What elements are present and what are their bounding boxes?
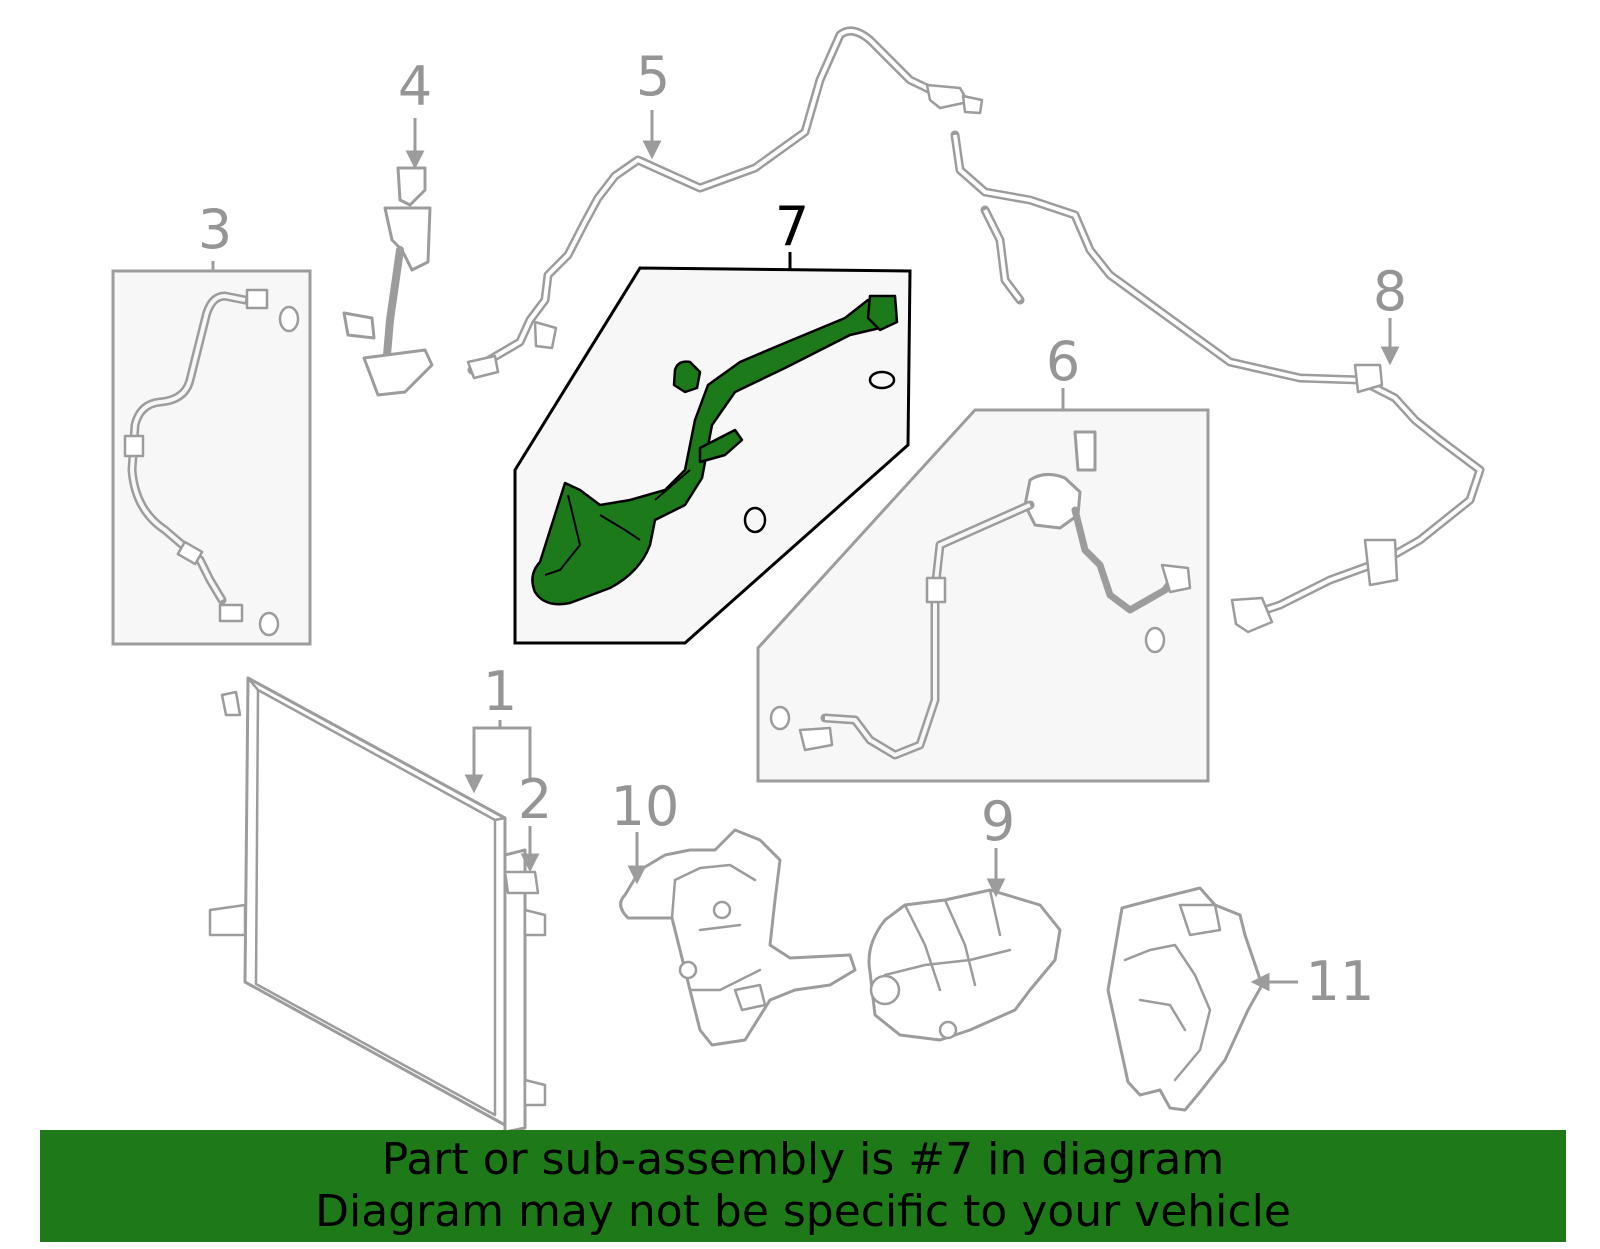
callout-8[interactable]: 8 <box>1373 260 1407 323</box>
callout-5[interactable]: 5 <box>636 45 670 108</box>
leader-lines <box>211 110 1400 992</box>
callout-1[interactable]: 1 <box>483 660 517 723</box>
part-7-group[interactable] <box>513 266 912 645</box>
part-6-group[interactable] <box>756 408 1210 783</box>
part-5-group[interactable] <box>466 26 984 380</box>
part-8-group[interactable] <box>950 130 1485 634</box>
banner-line-1: Part or sub-assembly is #7 in diagram <box>381 1134 1225 1185</box>
callout-4[interactable]: 4 <box>398 55 432 118</box>
part-4-group[interactable] <box>342 166 434 397</box>
part-3-group[interactable] <box>111 269 312 646</box>
part-1-group[interactable] <box>208 676 507 1127</box>
callout-10[interactable]: 10 <box>611 775 680 838</box>
callout-7[interactable]: 7 <box>775 195 809 258</box>
callout-3[interactable]: 3 <box>198 198 232 261</box>
callout-9[interactable]: 9 <box>981 790 1015 853</box>
part-9-group[interactable] <box>867 888 1062 1042</box>
part-10-group[interactable] <box>619 828 857 1047</box>
callout-11[interactable]: 11 <box>1306 950 1375 1013</box>
callout-6[interactable]: 6 <box>1046 330 1080 393</box>
callout-2[interactable]: 2 <box>518 768 552 831</box>
part-6-box <box>756 408 1210 783</box>
banner-line-2: Diagram may not be specific to your vehi… <box>315 1186 1291 1237</box>
part-11-group[interactable] <box>1106 886 1264 1112</box>
info-banner: Part or sub-assembly is #7 in diagram Di… <box>40 1130 1566 1242</box>
part-2-group[interactable] <box>503 848 547 1134</box>
